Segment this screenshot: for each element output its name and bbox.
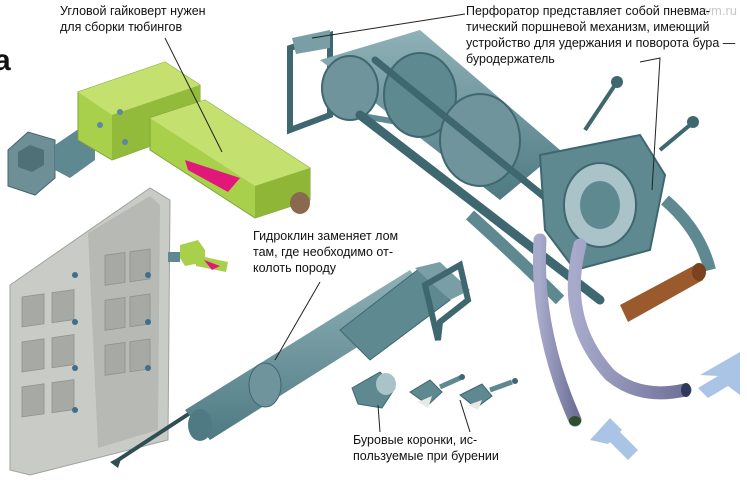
edge-letter: а <box>0 44 11 77</box>
leader-wrench <box>164 37 223 153</box>
drill-bit-2 <box>409 374 465 408</box>
arrow-out <box>698 352 740 398</box>
caption-angle-wrench: Угловой гайковерт нужен для сборки тюбин… <box>60 4 206 34</box>
leader-hydrowedge <box>274 281 321 361</box>
drill-bit-3 <box>459 378 518 410</box>
air-flow-arrows <box>590 352 740 460</box>
watermark: vm.ru <box>704 3 738 18</box>
leader-bits-2 <box>459 399 471 433</box>
tubing-segment-frame <box>9 187 171 476</box>
arrow-in <box>590 418 638 460</box>
leader-lines <box>164 13 661 433</box>
leader-perforator-holder <box>639 57 661 191</box>
caption-perforator: Перфоратор представляет собой пневма- ти… <box>466 4 736 66</box>
angle-nut-wrench <box>7 61 311 219</box>
drill-bits <box>351 371 518 410</box>
caption-drill-bits: Буровые коронки, ис- пользуемые при буре… <box>353 433 499 463</box>
caption-hydraulic-wedge: Гидроклин заменяет лом там, где необходи… <box>253 229 399 275</box>
drill-bit-1 <box>351 371 396 409</box>
leader-perforator-rod <box>311 13 466 39</box>
hydraulic-wedge <box>110 260 472 468</box>
leader-bits-1 <box>377 404 381 433</box>
small-wrench-thumbnail <box>168 240 228 272</box>
perforator <box>287 30 716 427</box>
